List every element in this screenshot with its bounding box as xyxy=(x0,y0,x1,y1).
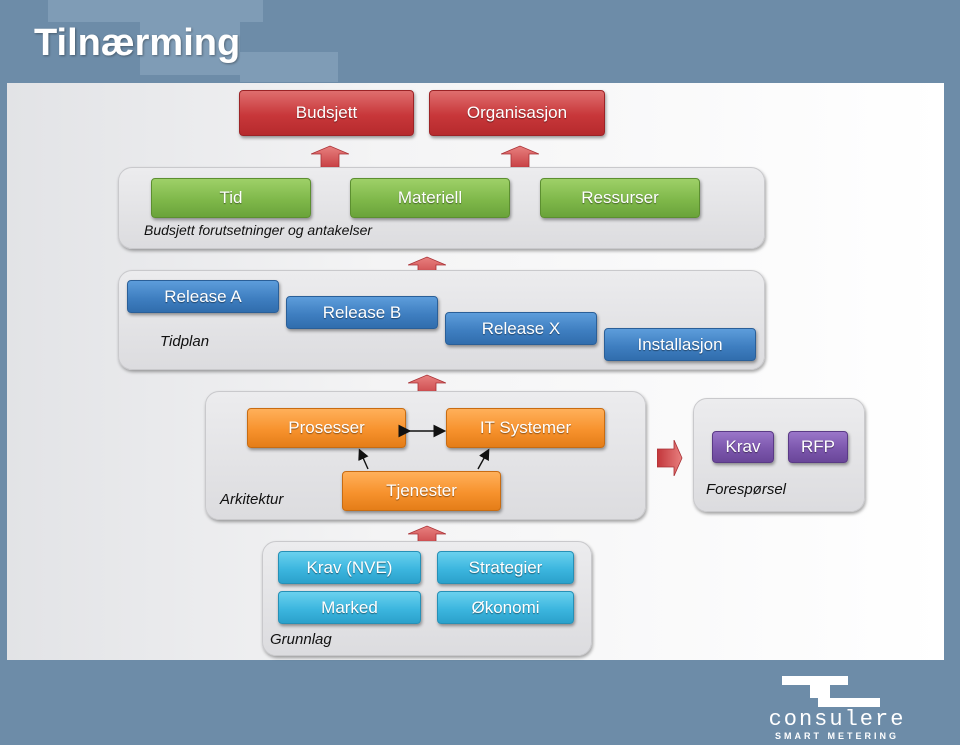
request-item-krav[interactable]: Krav xyxy=(712,431,774,463)
schedule-item-installation[interactable]: Installasjon xyxy=(604,328,756,361)
right-arrow-icon xyxy=(657,440,683,476)
organization-box[interactable]: Organisasjon xyxy=(429,90,605,136)
architecture-label: Arkitektur xyxy=(220,491,284,508)
background-shape xyxy=(240,52,338,82)
foundation-label: Grunnlag xyxy=(270,631,332,648)
assumptions-label: Budsjett forutsetninger og antakelser xyxy=(144,222,373,238)
request-item-rfp[interactable]: RFP xyxy=(788,431,848,463)
assumption-item-material[interactable]: Materiell xyxy=(350,178,510,218)
slide-title: Tilnærming xyxy=(34,22,241,64)
foundation-item-market[interactable]: Marked xyxy=(278,591,421,624)
foundation-item-strategies[interactable]: Strategier xyxy=(437,551,574,584)
foundation-item-economy[interactable]: Økonomi xyxy=(437,591,574,624)
processes-box[interactable]: Prosesser xyxy=(247,408,406,448)
consulere-logo-mark xyxy=(782,676,880,707)
logo-tagline: SMART METERING xyxy=(775,731,899,741)
up-arrow-icon xyxy=(501,145,539,171)
services-to-processes-arrow xyxy=(358,448,369,470)
background-shape xyxy=(140,0,240,75)
logo-wordmark: consulere xyxy=(768,707,906,732)
schedule-item-release-b[interactable]: Release B xyxy=(286,296,438,329)
schedule-label: Tidplan xyxy=(160,333,210,350)
assumption-item-time[interactable]: Tid xyxy=(151,178,311,218)
services-to-it-systems-arrow xyxy=(477,448,490,470)
schedule-item-release-a[interactable]: Release A xyxy=(127,280,279,313)
up-arrow-icon xyxy=(311,145,349,171)
assumption-item-resources[interactable]: Ressurser xyxy=(540,178,700,218)
request-label: Forespørsel xyxy=(706,481,787,498)
services-box[interactable]: Tjenester xyxy=(342,471,501,511)
foundation-item-krav-nve[interactable]: Krav (NVE) xyxy=(278,551,421,584)
schedule-item-release-x[interactable]: Release X xyxy=(445,312,597,345)
it-systems-box[interactable]: IT Systemer xyxy=(446,408,605,448)
budget-box[interactable]: Budsjett xyxy=(239,90,414,136)
